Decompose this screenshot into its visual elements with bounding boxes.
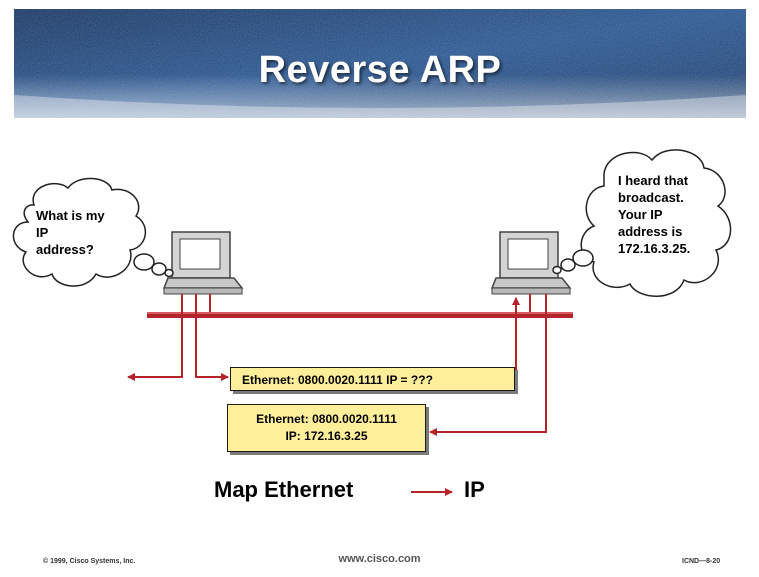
left-thought-bubble bbox=[12, 177, 174, 287]
rarp-reply-frame: Ethernet: 0800.0020.1111 IP: 172.16.3.25 bbox=[227, 404, 426, 452]
right-computer-icon bbox=[490, 231, 572, 295]
right-bubble-text: I heard that broadcast. Your IP address … bbox=[618, 172, 690, 257]
left-bubble-line: address? bbox=[36, 242, 94, 257]
footer-url: www.cisco.com bbox=[338, 553, 421, 565]
reply-frame-ethernet: Ethernet: 0800.0020.1111 bbox=[256, 412, 397, 426]
left-bubble-line: IP bbox=[36, 225, 49, 240]
right-bubble-line: address is bbox=[618, 224, 683, 239]
ethernet-bus bbox=[147, 312, 573, 318]
right-thought-bubble bbox=[552, 149, 732, 297]
footer-slide-code: ICND—8-20 bbox=[682, 558, 721, 565]
left-computer-icon bbox=[162, 231, 244, 295]
footer-copyright: © 1999, Cisco Systems, Inc. bbox=[43, 558, 136, 565]
right-bubble-line: 172.16.3.25. bbox=[618, 241, 691, 256]
banner-background bbox=[14, 9, 746, 118]
reply-frame-ip: IP: 172.16.3.25 bbox=[285, 429, 368, 443]
left-computer-wires bbox=[127, 294, 229, 381]
rarp-request-frame: Ethernet: 0800.0020.1111 IP = ??? bbox=[230, 367, 515, 391]
map-to-label: IP bbox=[464, 477, 485, 502]
title-banner: Reverse ARP bbox=[14, 9, 746, 118]
map-from-label: Map Ethernet bbox=[214, 477, 354, 502]
left-bubble-text: What is my IP address? bbox=[36, 207, 105, 258]
right-bubble-line: broadcast. bbox=[618, 190, 684, 205]
right-bubble-line: Your IP bbox=[618, 207, 663, 222]
right-bubble-line: I heard that bbox=[618, 173, 689, 188]
page-title: Reverse ARP bbox=[258, 49, 502, 91]
left-bubble-line: What is my bbox=[36, 208, 105, 223]
